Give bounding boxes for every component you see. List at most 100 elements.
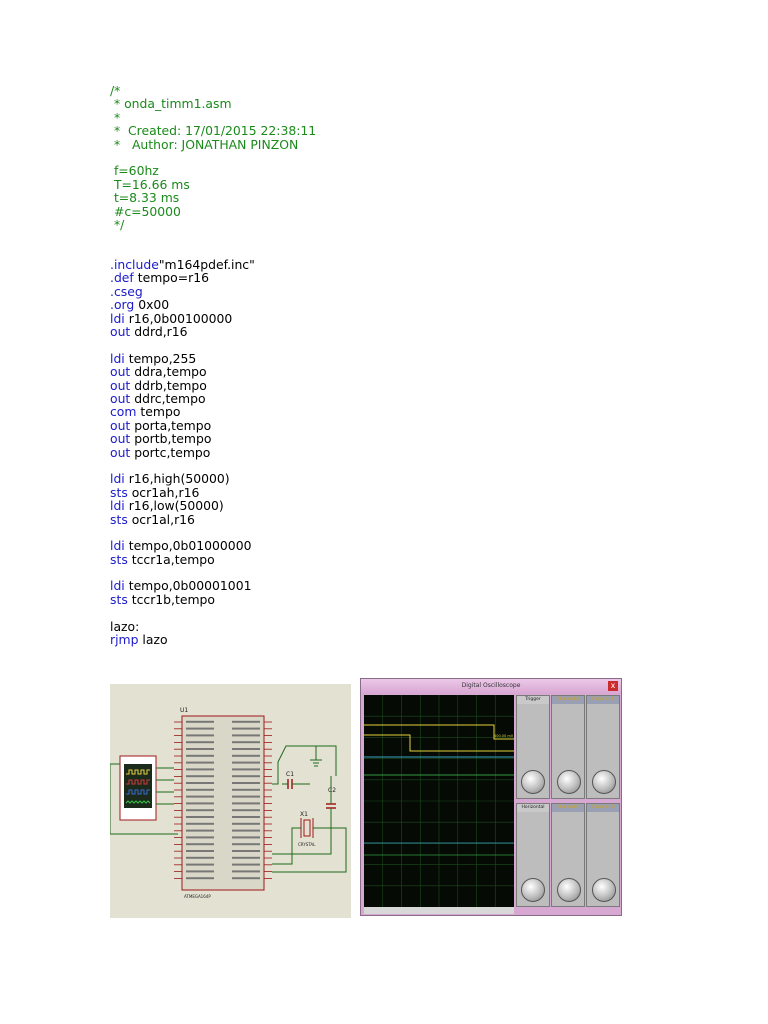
code-keyword: ldi (110, 310, 125, 326)
source-code: /* * onda_timm1.asm * * Created: 17/01/2… (110, 83, 530, 647)
comment-line: t=8.33 ms (110, 190, 180, 206)
comment-line: * onda_timm1.asm (110, 96, 232, 112)
channel-b-knob[interactable] (592, 770, 616, 794)
crystal-label: CRYSTAL (298, 842, 316, 847)
comment-line: * Created: 17/01/2015 22:38:11 (110, 123, 317, 139)
comment-line: /* (110, 83, 121, 98)
code-arguments: ddrd,r16 (130, 324, 188, 340)
code-arguments: tempo (136, 404, 181, 420)
code-keyword: ldi (110, 538, 125, 554)
code-arguments: r16,low(50000) (124, 498, 224, 514)
code-line (110, 566, 530, 579)
code-keyword: ldi (110, 498, 125, 514)
channel-c-title: Channel C (552, 804, 584, 812)
code-arguments: lazo (138, 632, 168, 648)
code-keyword: out (110, 324, 131, 340)
code-line: ldi r16,0b00100000 (110, 310, 530, 326)
code-keyword: .cseg (110, 283, 143, 299)
code-keyword: ldi (110, 471, 125, 487)
close-icon[interactable]: x (608, 681, 618, 691)
code-line: ldi tempo,0b01000000 (110, 539, 530, 552)
code-keyword: ldi (110, 350, 125, 366)
horizontal-title: Horizontal (517, 804, 549, 812)
channel-c-panel: Channel C (551, 803, 585, 907)
trace-yellow-2 (364, 734, 514, 752)
code-arguments: r16,high(50000) (124, 471, 230, 487)
code-arguments: "m164pdef.inc" (158, 257, 255, 273)
code-keyword: out (110, 431, 131, 447)
code-line (110, 245, 530, 258)
code-line: .org 0x00 (110, 298, 530, 311)
trigger-knob[interactable] (521, 770, 545, 794)
channel-b-title: Channel B (587, 696, 619, 704)
channel-d-knob[interactable] (592, 878, 616, 902)
channel-a-title: Channel A (552, 696, 584, 704)
screen-horizontal-scrollbar[interactable] (364, 907, 514, 914)
code-arguments: ocr1al,r16 (127, 511, 195, 527)
code-line (110, 338, 530, 351)
code-keyword: com (110, 404, 137, 420)
code-arguments: porta,tempo (130, 417, 212, 433)
code-arguments: tempo=r16 (133, 270, 209, 286)
chip-pins (174, 720, 272, 880)
code-line: .cseg (110, 285, 530, 298)
code-arguments: tccr1a,tempo (127, 551, 215, 567)
code-keyword: out (110, 444, 131, 460)
code-arguments: r16,0b00100000 (124, 310, 233, 326)
comment-line: T=16.66 ms (110, 176, 190, 192)
code-line (110, 526, 530, 539)
code-arguments: ddra,tempo (130, 364, 207, 380)
code-keyword: .org (110, 297, 135, 313)
comment-line: f=60hz (110, 163, 159, 179)
code-line (110, 606, 530, 619)
code-arguments: tempo,0b01000000 (124, 538, 252, 554)
code-line (110, 231, 530, 244)
channel-a-panel: Channel A (551, 695, 585, 799)
code-keyword: .def (110, 270, 134, 286)
code-line: rjmp lazo (110, 633, 530, 646)
digital-oscilloscope-window: Digital Oscilloscope x 400.00 mV Trigger… (360, 678, 622, 916)
code-arguments: ocr1ah,r16 (127, 484, 200, 500)
code-line: out ddrd,r16 (110, 325, 530, 338)
circuit-schematic: U1 ATMEGA164P C1 C2 X1 CRYSTAL (110, 684, 351, 918)
code-keyword: out (110, 417, 131, 433)
trigger-title: Trigger (517, 696, 549, 704)
cap2-label: C2 (328, 787, 336, 794)
code-keyword: sts (110, 551, 128, 567)
channel-d-title: Channel D (587, 804, 619, 812)
code-keyword: sts (110, 591, 128, 607)
code-line: out ddrc,tempo (110, 392, 530, 405)
channel-c-knob[interactable] (557, 878, 581, 902)
code-keyword: .include (110, 257, 159, 273)
channel-a-knob[interactable] (557, 770, 581, 794)
code-line: ldi r16,low(50000) (110, 499, 530, 512)
code-line: out ddrb,tempo (110, 377, 530, 393)
chip-part-label: ATMEGA164P (184, 894, 211, 899)
code-line: out porta,tempo (110, 419, 530, 432)
horizontal-knob[interactable] (521, 878, 545, 902)
schematic-drawing: U1 ATMEGA164P C1 C2 X1 CRYSTAL (110, 707, 347, 899)
code-line: lazo: (110, 619, 530, 633)
code-line: .include"m164pdef.inc" (110, 258, 530, 271)
code-keyword: out (110, 377, 131, 393)
trace-yellow (364, 724, 514, 740)
code-arguments: portc,tempo (130, 444, 211, 460)
code-keyword: out (110, 390, 131, 406)
crystal-ref-label: X1 (300, 811, 308, 818)
code-line: out portb,tempo (110, 432, 530, 445)
code-arguments: tempo,0b00001001 (124, 578, 252, 594)
comment-line: #c=50000 (110, 203, 181, 219)
code-line: com tempo (110, 405, 530, 418)
code-arguments: tempo,255 (124, 350, 197, 366)
code-arguments: ddrc,tempo (130, 390, 206, 406)
cap1-label: C1 (286, 771, 294, 778)
code-keyword: sts (110, 511, 128, 527)
crystal-x1 (303, 819, 311, 837)
channel-d-panel: Channel D (586, 803, 620, 907)
code-keyword: sts (110, 484, 128, 500)
code-line: .def tempo=r16 (110, 271, 530, 284)
code-line (110, 459, 530, 472)
code-arguments: 0x00 (134, 297, 170, 313)
code-line: ldi r16,high(50000) (110, 472, 530, 485)
code-line: ldi tempo,0b00001001 (110, 579, 530, 592)
